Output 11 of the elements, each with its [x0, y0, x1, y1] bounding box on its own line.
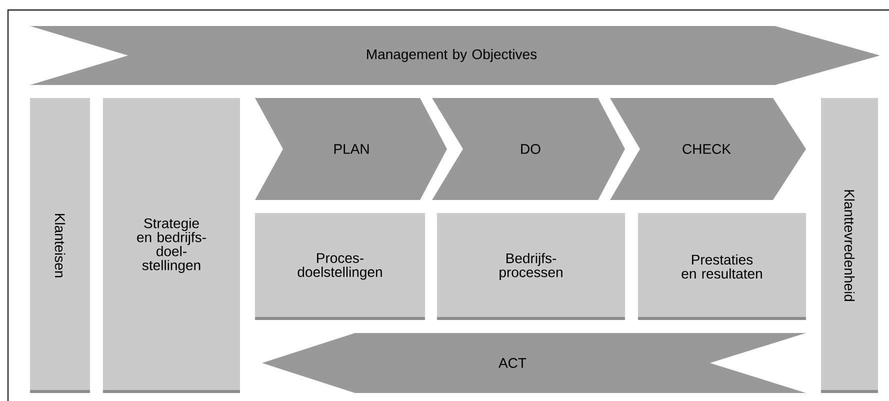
node-label: DO	[521, 144, 540, 154]
vertical-bar: Klanttevredenheid	[821, 98, 878, 393]
vertical-bar: Klanteisen	[30, 98, 90, 393]
step-band: PLAN	[255, 98, 447, 200]
process-box: Prestaties en resultaten	[638, 213, 806, 320]
step-band: CHECK	[610, 98, 806, 200]
process-box: Bedrijfs- processen	[437, 213, 625, 320]
node-label: CHECK	[682, 144, 731, 154]
process-box: Proces- doelstellingen	[255, 213, 425, 320]
step-band: DO	[432, 98, 625, 200]
column-box: Strategie en bedrijfs- doel- stellingen	[103, 98, 240, 393]
